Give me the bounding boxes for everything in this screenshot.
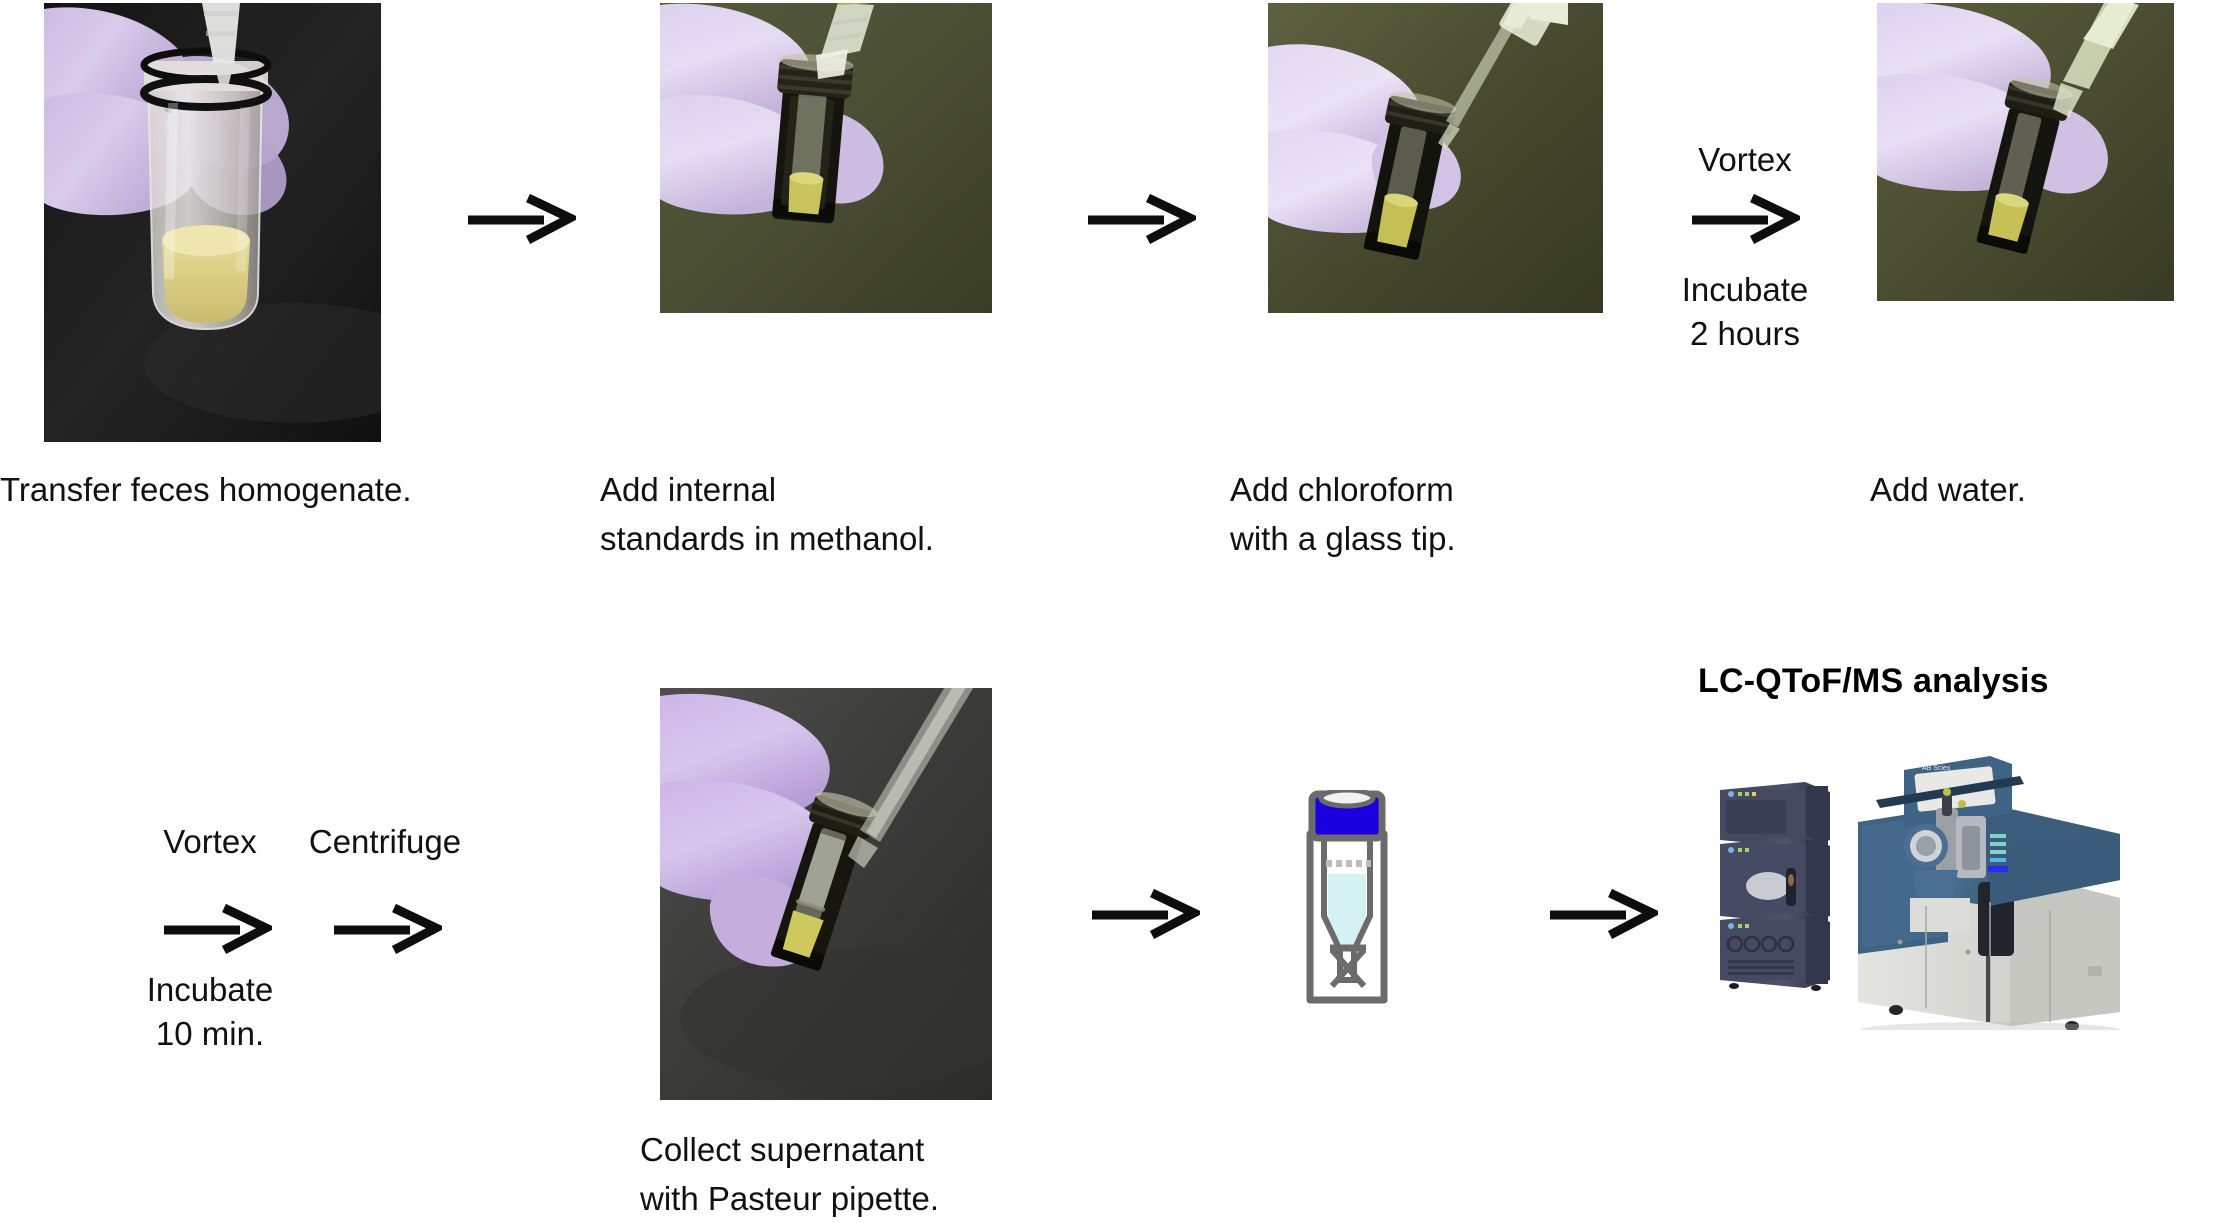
- arrow-3-label-below: Incubate 2 hours: [1681, 271, 1809, 352]
- arrow-centrifuge-label-above: Centrifuge: [308, 823, 462, 860]
- caption-add-chloroform: Add chloroform with a glass tip.: [1230, 471, 1456, 557]
- arrow-vortex-label-below: Incubate 10 min.: [146, 971, 274, 1052]
- illustration-sample-vial: [1288, 790, 1406, 1010]
- svg-text:AB Sciex: AB Sciex: [1922, 765, 1951, 772]
- caption-add-internal-standards: Add internal standards in methanol.: [600, 471, 934, 557]
- lc-qtof-ms-title: LC-QToF/MS analysis: [1698, 662, 2049, 700]
- caption-add-water: Add water.: [1870, 471, 2026, 508]
- arrow-vortex-incubate: [162, 900, 272, 956]
- illustration-lc-qtof-ms: AB Sciex: [1690, 730, 2160, 1030]
- arrow-3-label-above: Vortex: [1698, 141, 1792, 178]
- photo-add-chloroform: [1268, 3, 1603, 313]
- photo-collect-supernatant: [660, 688, 992, 1100]
- photo-transfer-feces: [44, 3, 381, 442]
- caption-transfer-feces: Transfer feces homogenate.: [0, 471, 412, 508]
- photo-add-internal-standards: [660, 3, 992, 313]
- arrow-centrifuge: [332, 900, 442, 956]
- arrow-2: [1086, 190, 1196, 246]
- arrow-vortex-label-above: Vortex: [163, 823, 257, 860]
- arrow-5: [1548, 885, 1658, 941]
- caption-collect-supernatant: Collect supernatant with Pasteur pipette…: [640, 1131, 939, 1217]
- arrow-1: [466, 190, 576, 246]
- arrow-4: [1090, 885, 1200, 941]
- arrow-3: [1690, 190, 1800, 246]
- photo-add-water: [1877, 3, 2174, 301]
